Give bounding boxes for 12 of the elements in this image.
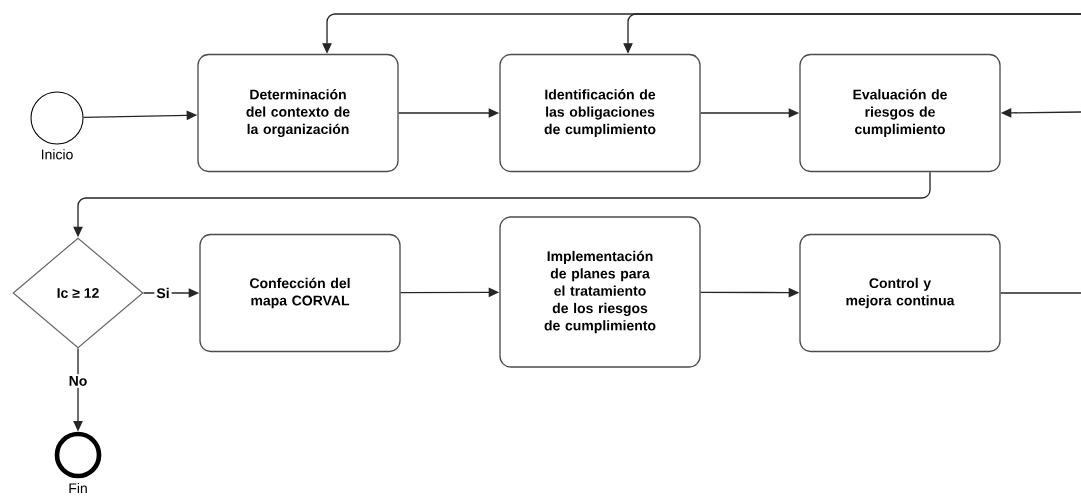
- circle-caption: Fin: [69, 482, 87, 494]
- process-box: Identificación de las obligaciones de cumplimiento: [499, 53, 701, 173]
- process-box: Confección del mapa CORVAL: [199, 233, 401, 353]
- process-box: Control y mejora continua: [799, 233, 1001, 353]
- process-box: Implementación de planes para el tratamiento de los riesgos de cumplimiento: [499, 216, 701, 368]
- process-box: Evaluación de riesgos de cumplimiento: [799, 53, 1001, 173]
- start-circle: [30, 91, 84, 145]
- process-box: Determinación del contexto de la organización: [197, 53, 399, 173]
- edge-label: No: [66, 374, 90, 388]
- end-circle: [54, 431, 102, 479]
- edge-label: Si: [154, 285, 172, 301]
- circle-caption: Inicio: [41, 149, 73, 160]
